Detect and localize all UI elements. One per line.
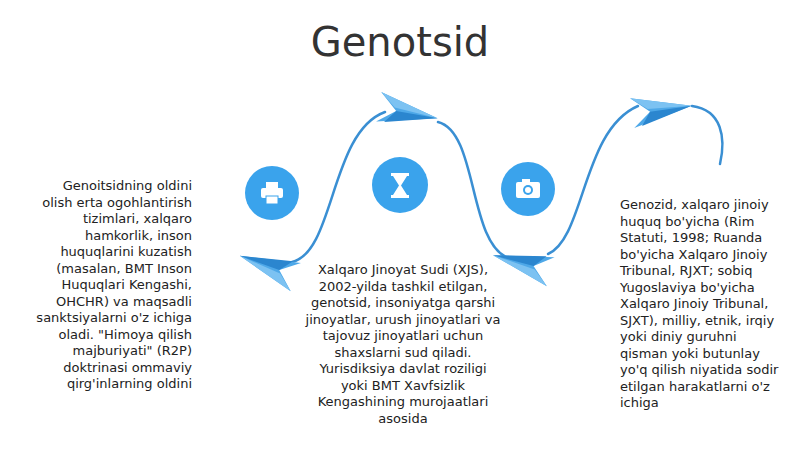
paper-plane xyxy=(376,92,440,132)
paper-plane xyxy=(489,242,555,287)
icon-circle xyxy=(501,162,555,216)
camera-icon xyxy=(516,179,540,198)
paper-plane xyxy=(234,243,301,292)
wave-line xyxy=(438,122,508,258)
printer-icon xyxy=(261,182,283,204)
body-text: Genoitsidning oldini olish erta ogohlant… xyxy=(34,178,192,393)
body-text: Genozid, xalqaro jinoiy huquq bo'yicha (… xyxy=(620,197,782,412)
icon-circle xyxy=(372,157,428,213)
body-text: Xalqaro Jinoyat Sudi (XJS), 2002-yilda t… xyxy=(305,262,501,427)
hourglass-icon xyxy=(391,173,409,198)
wave-line xyxy=(292,112,385,262)
paper-plane xyxy=(630,90,694,128)
icon-circle xyxy=(245,166,299,220)
wave-line xyxy=(692,106,722,164)
diagram-title: Genotsid xyxy=(0,18,800,66)
